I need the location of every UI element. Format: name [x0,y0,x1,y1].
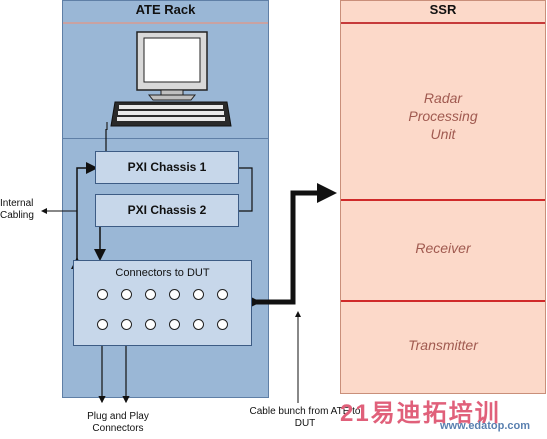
chassis-link-cable [239,167,253,212]
ate-rack-title-divider [63,22,268,24]
connector-pin [169,289,180,300]
cable-bunch-label: Cable bunch from ATE to DUT [249,406,361,429]
ssr-block [340,0,546,394]
connector-pin [121,289,132,300]
connector-pin [217,289,228,300]
plug-and-play-label: Plug and Play Connectors [87,411,149,434]
ssr-receiver: Receiver [415,240,471,256]
computer-workstation-icon [106,31,232,130]
ate-rack-title: ATE Rack [135,2,196,17]
ssr-title: SSR [429,2,457,17]
internal-cabling-label: Internal Cabling [0,198,34,221]
ate-rack-section-divider [63,138,268,139]
ssr-title-divider [341,22,545,24]
ssr-transmitter: Transmitter [408,337,478,353]
connector-pin [217,319,228,330]
connector-pin [193,319,204,330]
connector-pin [169,319,180,330]
cable-bunch [241,183,337,312]
watermark-logo: 21易迪拓培训 [340,400,501,427]
pxi-chassis-1: PXI Chassis 1 [95,151,239,184]
connector-pin [97,289,108,300]
connector-pin [145,289,156,300]
ssr-section-divider [341,300,545,302]
connector-pin [121,319,132,330]
ssr-section-divider [341,199,545,201]
ssr-radar-processing-unit: Radar Processing Unit [408,90,478,142]
connector-panel [73,260,252,346]
connector-pin [145,319,156,330]
connector-panel-title: Connectors to DUT [115,267,210,279]
connector-pin [97,319,108,330]
connector-pin [193,289,204,300]
pxi-chassis-2: PXI Chassis 2 [95,194,239,227]
connector-to-chassis1-cable [71,162,98,269]
watermark-url: www.edatop.com [440,420,531,432]
